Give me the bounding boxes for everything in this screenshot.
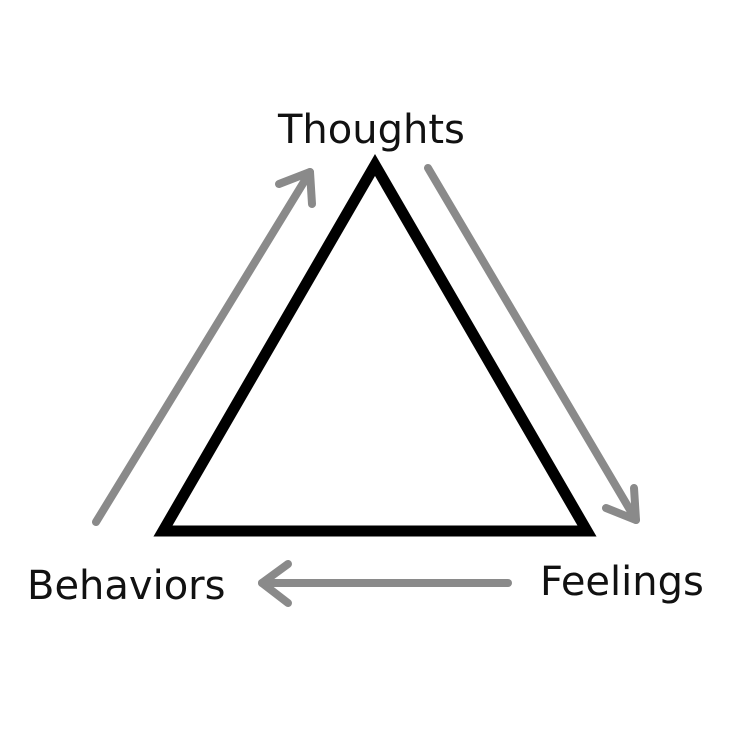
node-label-thoughts: Thoughts [278, 107, 465, 153]
node-label-behaviors: Behaviors [27, 563, 226, 609]
node-label-feelings: Feelings [540, 559, 704, 605]
arrow-behaviors-to-thoughts-icon [92, 168, 316, 526]
arrow-thoughts-to-feelings-icon [424, 164, 640, 524]
arrow-feelings-to-behaviors-icon [258, 560, 512, 607]
central-triangle [153, 154, 597, 537]
